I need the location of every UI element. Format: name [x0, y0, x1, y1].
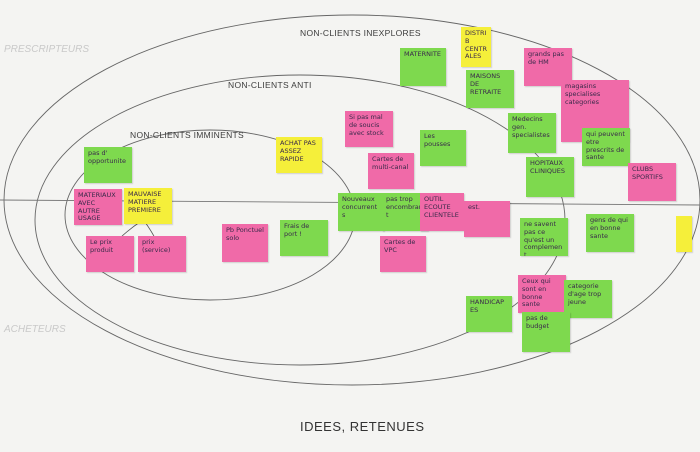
note-materiaux: MATERIAUX AVEC AUTRE USAGE: [74, 189, 122, 225]
note-qui-peuvent: qui peuvent etre prescrits de sante: [582, 128, 630, 166]
label-imminents: NON-CLIENTS IMMINENTS: [130, 130, 244, 140]
note-maisons-retraite: MAISONS DE RETRAITE: [466, 70, 514, 108]
note-handicapes: HANDICAPES: [466, 296, 512, 332]
note-est: est.: [464, 201, 510, 237]
label-acheteurs: ACHETEURS: [4, 324, 66, 335]
note-pas-budget: pas de budget: [522, 312, 570, 352]
note-les-pousses: Les pousses: [420, 130, 466, 166]
label-prescripteurs: PRESCRIPTEURS: [4, 44, 90, 55]
note-nouveaux-concurrents: Nouveaux concurrents: [338, 193, 384, 231]
note-cartes-multi: Cartes de multi-canal: [368, 153, 414, 189]
note-right-edge: [676, 216, 692, 252]
note-maternite: MATERNITE: [400, 48, 446, 86]
note-outil-ecoute: OUTIL ECOUTE CLIENTELE: [420, 193, 464, 231]
note-prix-service: prix (service): [138, 236, 186, 272]
note-distrib-centrales: DISTRIB CENTRALES: [461, 27, 491, 67]
note-mauvaise-matiere: MAUVAISE MATIERE PREMIERE: [124, 188, 172, 224]
note-achat-pas-rapide: ACHAT PAS ASSEZ RAPIDE: [276, 137, 322, 173]
note-hopitaux: HOPITAUX CLINIQUES: [526, 157, 574, 197]
board-title: IDEES, RETENUES: [300, 419, 425, 434]
note-cartes-vpc: Cartes de VPC: [380, 236, 426, 272]
label-anti: NON-CLIENTS ANTI: [228, 80, 312, 90]
note-frais-de-port: Frais de port !: [280, 220, 328, 256]
note-ne-savent-pas: ne savent pas ce qu'est un complement: [520, 218, 568, 256]
note-pas-ponctuel: Pb Ponctuel solo: [222, 224, 268, 262]
note-grands-pas-hm: grands pas de HM: [524, 48, 572, 86]
note-medecins: Medecins gen. specialistes: [508, 113, 556, 153]
note-le-prix-produit: Le prix produit: [86, 236, 134, 272]
note-pas-opportunite: pas d' opportunite: [84, 147, 132, 183]
note-clubs-sportifs: CLUBS SPORTIFS: [628, 163, 676, 201]
note-gens-bonne-sante: Ceux qui sont en bonne sante: [518, 275, 566, 313]
label-inexplores: NON-CLIENTS INEXPLORES: [300, 28, 421, 38]
note-gens-en-bonne-sante: gens de qui en bonne sante: [586, 214, 634, 252]
note-si-pas-mal: Si pas mal de soucis avec stock: [345, 111, 393, 147]
note-categorie-age: categorie d'age trop jeune: [564, 280, 612, 318]
